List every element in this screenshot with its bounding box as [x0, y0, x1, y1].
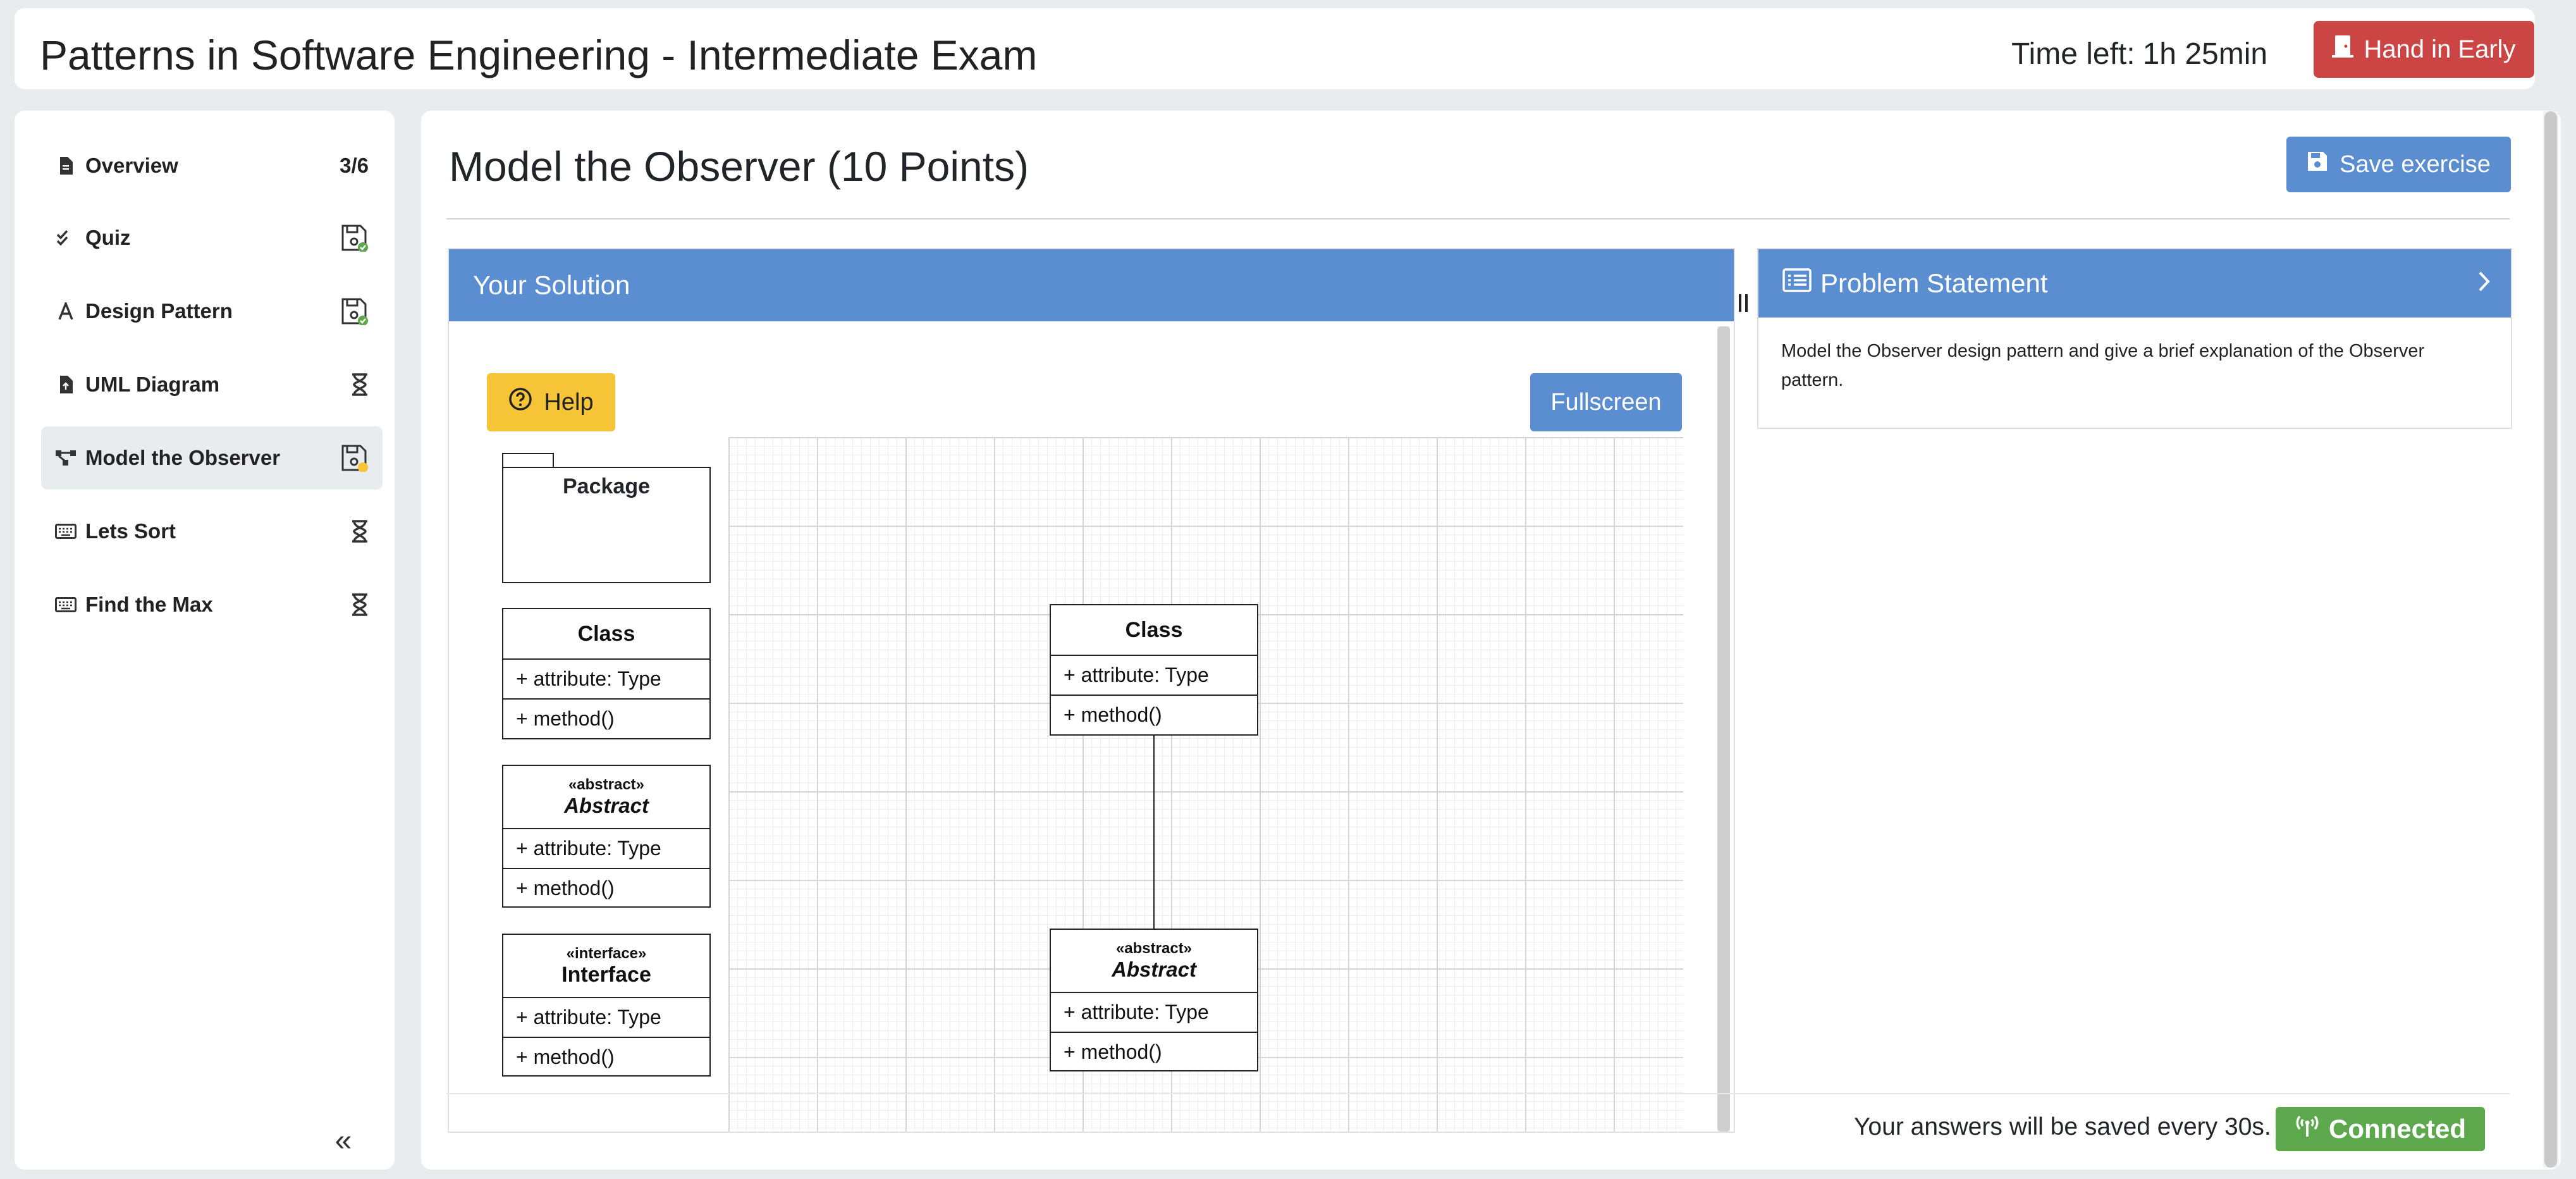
class-attribute: + attribute: Type — [1051, 656, 1257, 696]
hand-in-label: Hand in Early — [2364, 35, 2516, 63]
problem-statement-text: Model the Observer design pattern and gi… — [1781, 341, 2425, 390]
progress-count: 3/6 — [340, 154, 369, 177]
sidebar-item-find-the-max[interactable]: Find the Max — [41, 573, 383, 636]
abstract-stereotype: «abstract» — [568, 776, 645, 793]
unsaved-icon — [331, 444, 369, 472]
package-tab — [502, 453, 554, 467]
saved-icon — [331, 224, 369, 252]
help-label: Help — [544, 388, 594, 416]
exercise-main: Model the Observer (10 Points) Save exer… — [421, 111, 2561, 1170]
interface-header: «interface» Interface — [503, 935, 709, 998]
hourglass-icon — [331, 593, 369, 616]
question-circle-icon — [508, 387, 532, 417]
sidebar-item-label: Find the Max — [85, 593, 213, 616]
help-button[interactable]: Help — [487, 373, 615, 431]
save-icon — [2307, 151, 2328, 178]
fullscreen-button[interactable]: Fullscreen — [1530, 373, 1682, 431]
canvas-class[interactable]: Class + attribute: Type + method() — [1050, 604, 1258, 736]
keyboard-icon — [55, 594, 77, 615]
sidebar-item-label: Design Pattern — [85, 299, 233, 323]
exercise-sidebar: Overview 3/6 Quiz Design Pattern UML Dia… — [15, 111, 395, 1170]
footer-divider — [446, 1093, 2510, 1094]
saved-icon — [331, 297, 369, 325]
interface-name: Interface — [561, 962, 651, 987]
hand-in-early-button[interactable]: Hand in Early — [2314, 21, 2534, 78]
exam-header: Patterns in Software Engineering - Inter… — [15, 8, 2535, 89]
list-alt-icon — [1782, 268, 1812, 299]
file-icon — [55, 155, 77, 176]
abstract-name: Abstract — [1112, 958, 1196, 981]
connection-status-badge: Connected — [2276, 1107, 2485, 1151]
save-exercise-label: Save exercise — [2340, 151, 2491, 178]
problem-statement-panel: Problem Statement Model the Observer des… — [1757, 248, 2512, 429]
interface-attribute: + attribute: Type — [503, 998, 709, 1038]
check-double-icon — [55, 227, 77, 249]
palette-abstract[interactable]: «abstract» Abstract + attribute: Type + … — [502, 765, 711, 908]
uml-canvas[interactable]: Class + attribute: Type + method() «abst… — [728, 437, 1683, 1132]
sidebar-item-overview[interactable]: Overview 3/6 — [41, 134, 383, 197]
hourglass-icon — [331, 373, 369, 396]
abstract-attribute: + attribute: Type — [1051, 993, 1257, 1033]
class-method: + method() — [516, 707, 615, 730]
door-exit-icon — [2332, 34, 2354, 65]
resize-handle[interactable] — [1739, 294, 1748, 312]
abstract-method: + method() — [516, 877, 615, 899]
time-left: Time left:1h 25min — [2011, 37, 2267, 71]
palette-class[interactable]: Class + attribute: Type + method() — [502, 608, 711, 739]
abstract-attribute: + attribute: Type — [503, 829, 709, 869]
class-method: + method() — [1064, 703, 1162, 726]
broadcast-tower-icon — [2295, 1114, 2320, 1144]
file-upload-icon — [55, 374, 77, 395]
palette-package[interactable]: Package — [502, 467, 711, 583]
abstract-stereotype: «abstract» — [1115, 940, 1193, 957]
abstract-header: «abstract» Abstract — [503, 766, 709, 829]
class-attribute: + attribute: Type — [503, 660, 709, 700]
sidebar-item-quiz[interactable]: Quiz — [41, 206, 383, 269]
abstract-header: «abstract» Abstract — [1051, 930, 1257, 993]
class-name: Class — [1051, 605, 1257, 656]
abstract-method: + method() — [1064, 1040, 1162, 1063]
sidebar-item-label: Lets Sort — [85, 519, 176, 543]
chevron-right-icon[interactable] — [2478, 268, 2491, 299]
package-name: Package — [563, 474, 650, 498]
save-exercise-button[interactable]: Save exercise — [2286, 137, 2511, 192]
hourglass-icon — [331, 520, 369, 543]
association-line[interactable] — [1153, 736, 1155, 929]
page-scrollbar[interactable] — [2543, 111, 2558, 1168]
sidebar-item-model-the-observer[interactable]: Model the Observer — [41, 426, 383, 490]
sidebar-item-uml-diagram[interactable]: UML Diagram — [41, 353, 383, 416]
interface-method: + method() — [516, 1046, 615, 1068]
canvas-abstract[interactable]: «abstract» Abstract + attribute: Type + … — [1050, 929, 1258, 1071]
exercise-title: Model the Observer (10 Points) — [449, 143, 1029, 190]
interface-stereotype: «interface» — [566, 944, 647, 962]
solution-header: Your Solution — [449, 249, 1734, 321]
sidebar-item-label: Overview — [85, 154, 178, 177]
solution-scrollbar-thumb[interactable] — [1717, 326, 1730, 1132]
problem-statement-header[interactable]: Problem Statement — [1758, 249, 2511, 318]
time-left-value: 1h 25min — [2142, 37, 2268, 71]
solution-panel: Your Solution Help Fullscreen Package Cl… — [448, 248, 1735, 1133]
time-left-label: Time left: — [2011, 37, 2135, 71]
diagram-icon — [55, 447, 77, 469]
autosave-note: Your answers will be saved every 30s. — [1854, 1113, 2271, 1140]
sidebar-item-lets-sort[interactable]: Lets Sort — [41, 500, 383, 563]
connected-label: Connected — [2328, 1114, 2466, 1144]
text-a-icon — [55, 300, 77, 322]
problem-statement-title: Problem Statement — [1820, 268, 2048, 298]
sidebar-item-design-pattern[interactable]: Design Pattern — [41, 280, 383, 343]
solution-scrollbar[interactable] — [1717, 326, 1730, 1132]
sidebar-item-label: UML Diagram — [85, 373, 220, 396]
keyboard-icon — [55, 521, 77, 542]
collapse-sidebar-icon[interactable]: « — [334, 1124, 352, 1157]
page-scrollbar-thumb[interactable] — [2544, 111, 2557, 1168]
class-name: Class — [503, 609, 709, 660]
exam-title: Patterns in Software Engineering - Inter… — [40, 32, 1038, 78]
sidebar-item-label: Model the Observer — [85, 446, 281, 469]
title-divider — [446, 218, 2510, 219]
abstract-name: Abstract — [564, 794, 649, 817]
sidebar-item-label: Quiz — [85, 226, 131, 249]
palette-interface[interactable]: «interface» Interface + attribute: Type … — [502, 934, 711, 1077]
